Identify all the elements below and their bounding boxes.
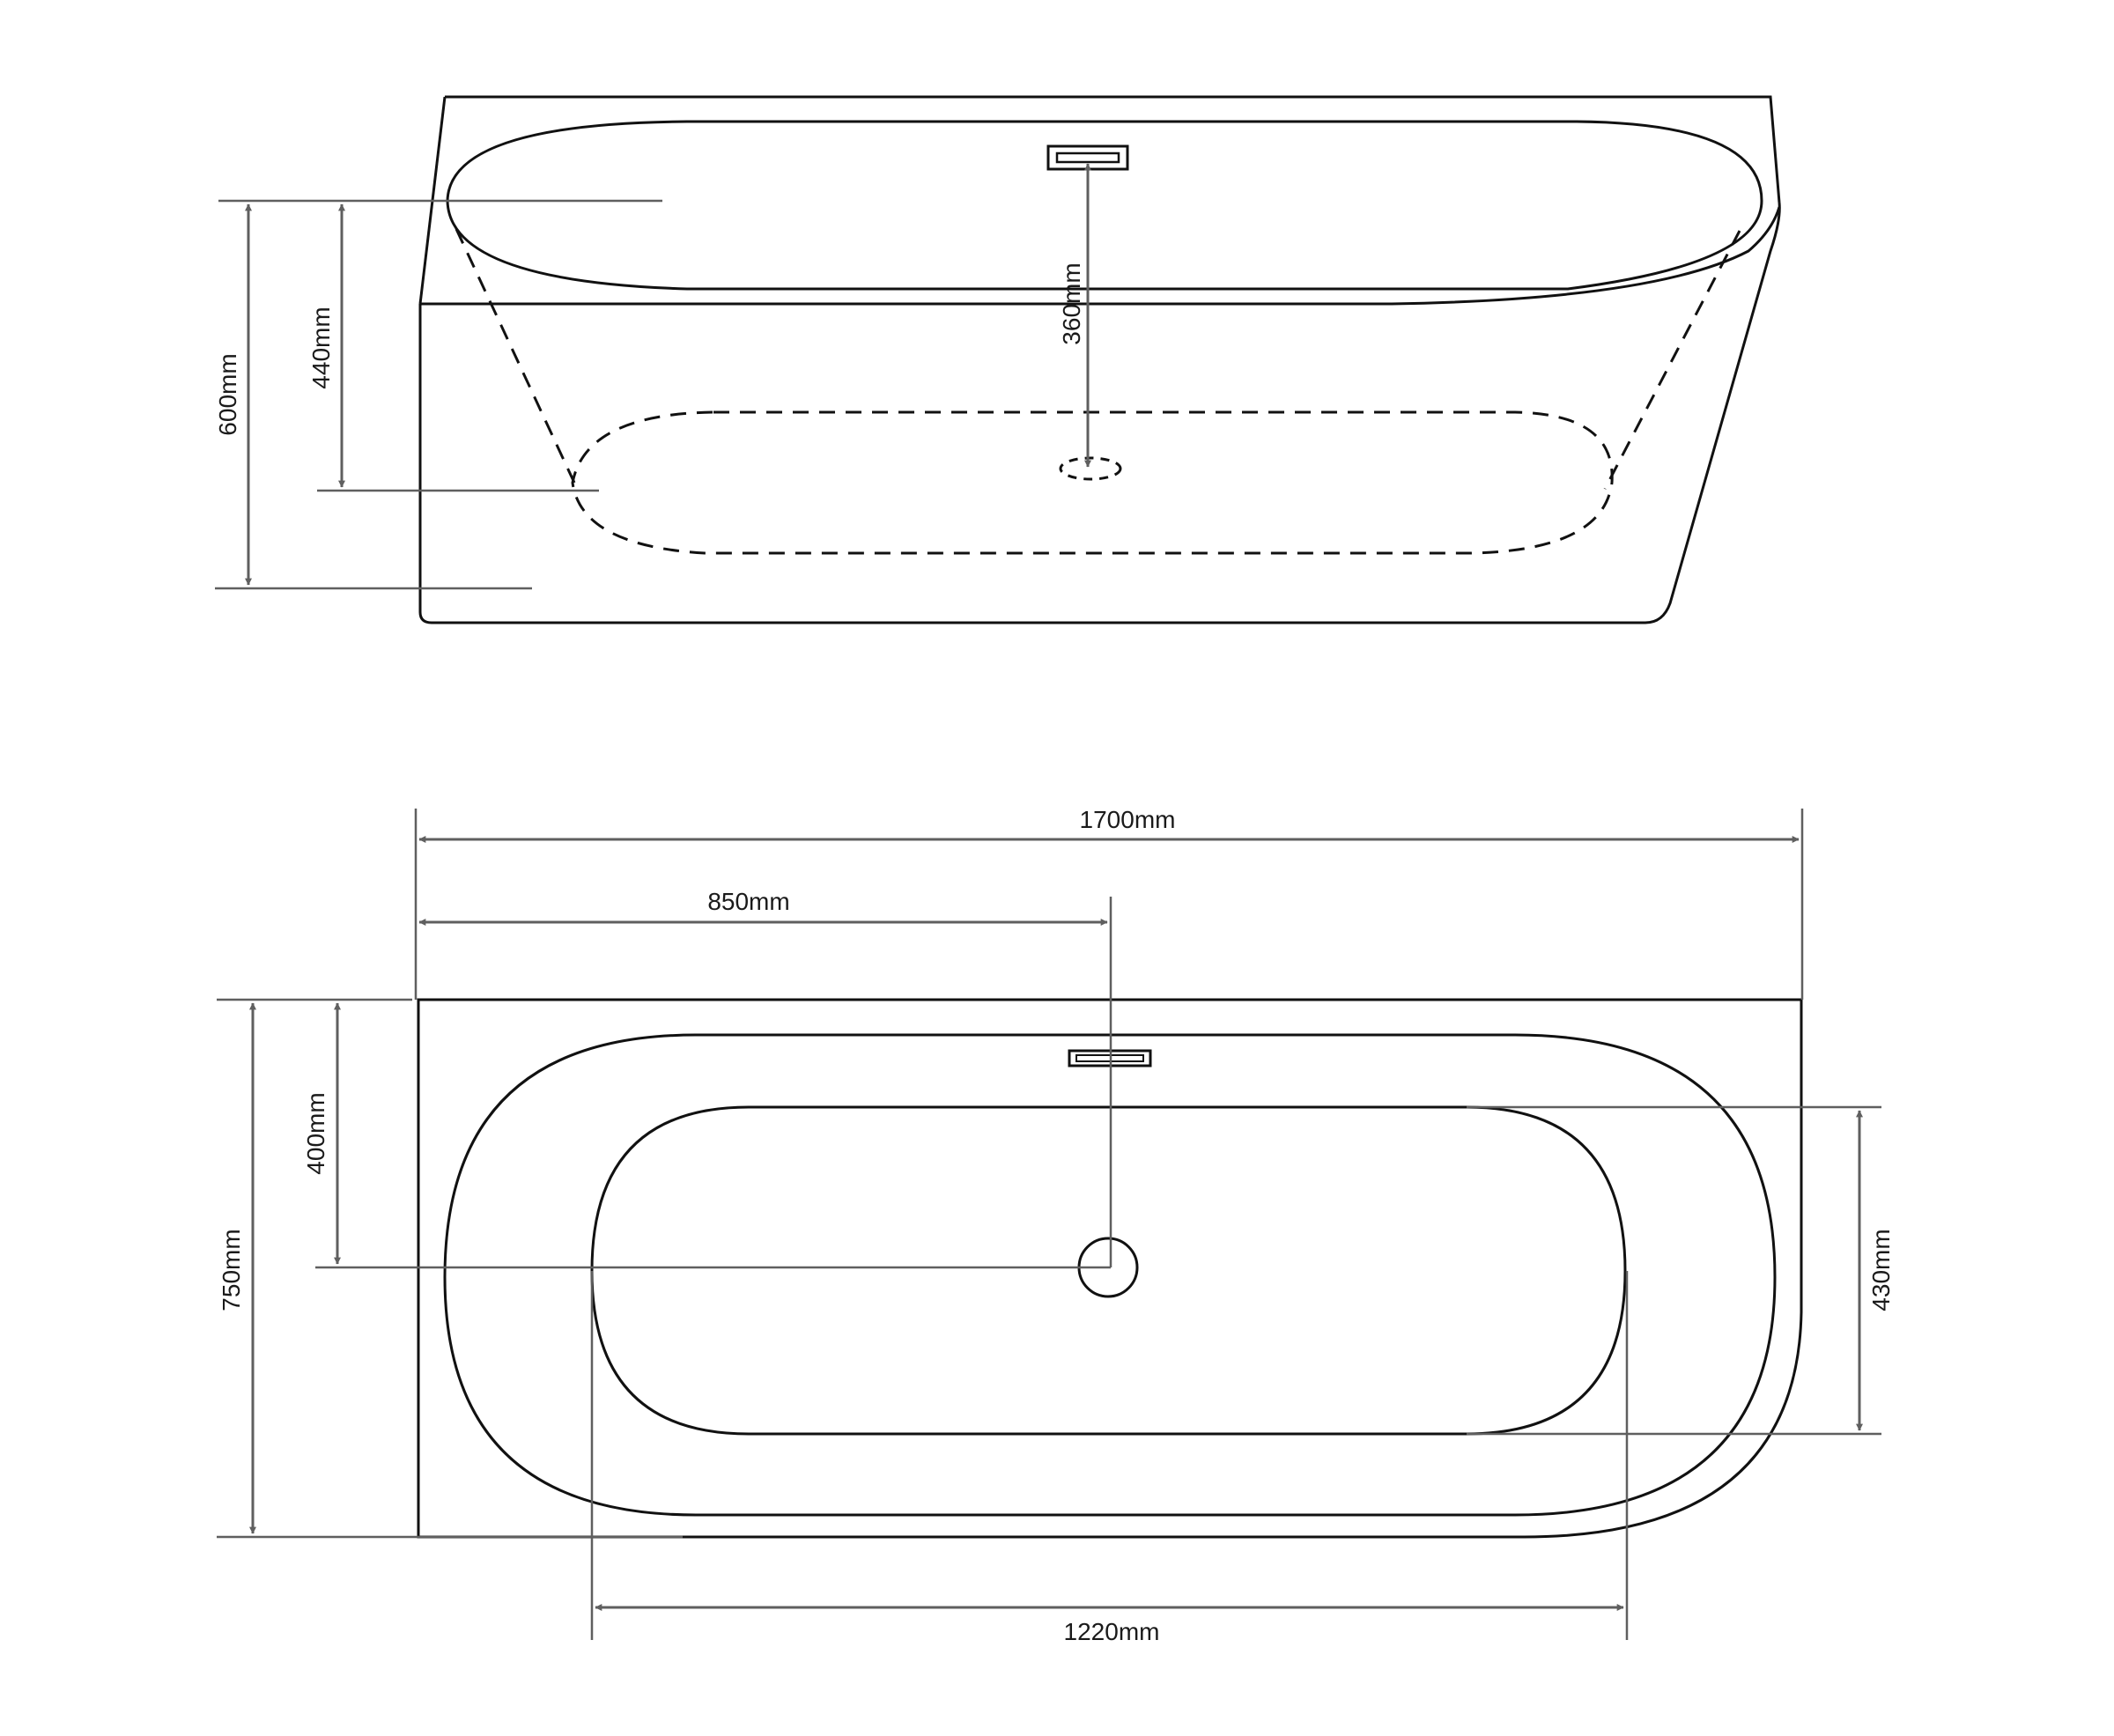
dim-label-drain-offset-y: 400mm	[302, 1092, 329, 1174]
side-view-back-panel	[445, 95, 1781, 203]
top-view: 1700mm 850mm 750mm 400mm 430mm 1220mm	[217, 806, 1895, 1645]
dim-label-total-height: 600mm	[214, 353, 241, 435]
side-view: 600mm 440mm 360mm	[214, 95, 1781, 624]
dim-label-drain-offset-x: 850mm	[707, 888, 789, 915]
top-view-rim	[443, 1033, 1777, 1517]
side-view-inner-basin	[571, 410, 1614, 555]
dim-label-inner-width: 430mm	[1867, 1229, 1895, 1311]
dim-label-inner-depth: 440mm	[307, 307, 335, 388]
side-view-rim-opening	[446, 120, 1763, 291]
side-view-rim-front	[420, 206, 1781, 306]
side-view-body	[418, 202, 1781, 624]
dim-label-overflow-to-drain: 360mm	[1058, 262, 1085, 344]
dim-label-total-length: 1700mm	[1080, 806, 1176, 833]
dim-label-inner-length: 1220mm	[1064, 1618, 1160, 1645]
side-view-taper-right	[1603, 230, 1741, 490]
top-view-outer-outline	[417, 998, 1803, 1539]
side-view-taper-left	[455, 228, 576, 484]
side-view-drain-icon	[1059, 456, 1122, 481]
dim-label-total-width: 750mm	[218, 1229, 245, 1311]
top-view-inner-basin	[590, 1105, 1627, 1436]
overflow-inner-icon	[1055, 151, 1120, 164]
